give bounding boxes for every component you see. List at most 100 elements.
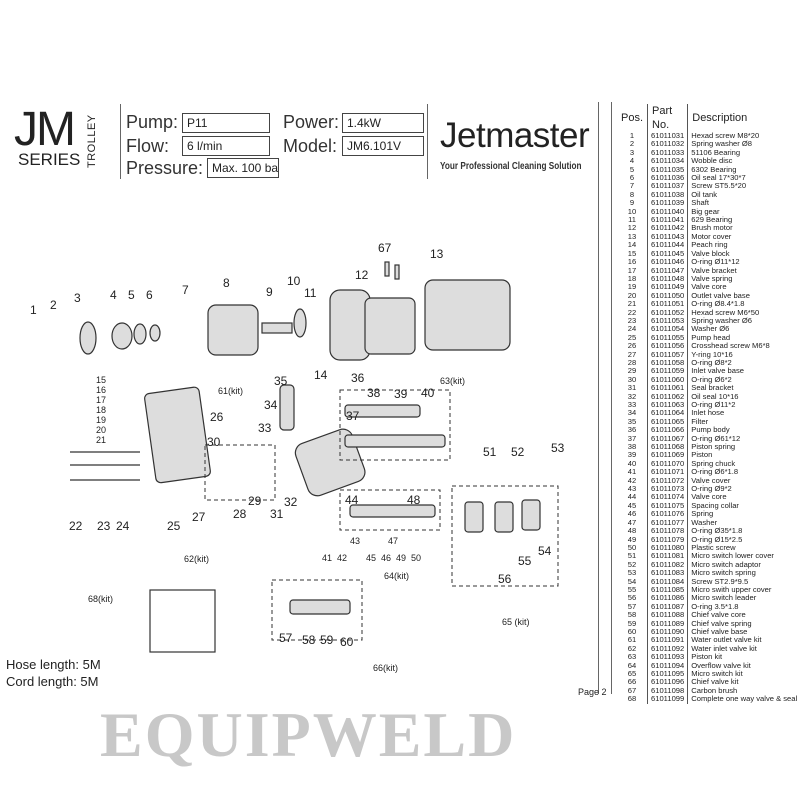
cell-pos: 28 xyxy=(627,357,637,367)
cell-pn: 61011040 xyxy=(647,207,688,217)
cell-pn: 61011053 xyxy=(647,316,688,326)
cell-pos: 29 xyxy=(627,366,637,376)
cell-pos: 1 xyxy=(629,131,635,140)
callout-68kit: 68(kit) xyxy=(88,594,113,604)
cell-desc: Shaft xyxy=(687,198,800,208)
cell-desc: Water outlet valve kit xyxy=(687,635,800,645)
cell-pos: 19 xyxy=(627,282,637,292)
cell-desc: Chief valve spring xyxy=(687,619,800,628)
callout-13: 13 xyxy=(430,247,444,261)
cell-desc: Hexad screw M6*50 xyxy=(687,308,800,317)
page-number: Page 2 xyxy=(578,687,607,697)
cell-pos: 65 xyxy=(627,669,637,678)
cell-pos: 5 xyxy=(629,164,635,174)
callout-14: 14 xyxy=(314,368,328,382)
cell-pos: 41 xyxy=(627,467,637,477)
cell-desc: Piston spring xyxy=(687,442,800,452)
cell-pn: 61011099 xyxy=(647,694,688,704)
cell-desc: Valve spring xyxy=(687,274,800,284)
callout-39: 39 xyxy=(394,387,408,401)
callout-45: 45 xyxy=(366,553,376,563)
cell-pn: 61011083 xyxy=(647,568,688,578)
cell-pos: 38 xyxy=(627,442,637,452)
callout-31: 31 xyxy=(270,507,284,521)
cell-desc: Inlet hose xyxy=(687,408,800,418)
callout-58: 58 xyxy=(302,633,316,647)
cell-desc: Spring xyxy=(687,509,800,519)
cell-pn: 61011034 xyxy=(647,156,688,166)
cell-pn: 61011069 xyxy=(647,451,688,460)
cell-pn: 61011090 xyxy=(647,627,688,637)
cell-desc: Micro switch kit xyxy=(687,669,800,679)
callout-52: 52 xyxy=(511,445,525,459)
pump-motor-assembly xyxy=(70,261,541,653)
callout-56: 56 xyxy=(498,572,512,586)
power-value: 1.4kW xyxy=(342,113,424,133)
cell-desc: Chief valve base xyxy=(687,627,800,637)
table-header-row: Pos. Part No. Description xyxy=(617,104,800,132)
cell-pn: 61011056 xyxy=(647,341,688,351)
cell-desc: Chief valve kit xyxy=(687,677,800,687)
cell-pn: 61011075 xyxy=(647,501,688,511)
callout-47: 47 xyxy=(388,536,398,546)
cell-pos: 33 xyxy=(627,400,637,409)
callout-8: 8 xyxy=(223,276,230,290)
callout-54: 54 xyxy=(538,544,552,558)
callout-32: 32 xyxy=(284,495,298,509)
pressure-value: Max. 100 bar xyxy=(207,158,279,178)
cell-pn: 61011046 xyxy=(647,257,688,267)
cell-desc: Spring washer Ø8 xyxy=(687,139,800,149)
callout-37: 37 xyxy=(346,409,360,423)
callout-38: 38 xyxy=(367,386,381,400)
cell-desc: Seal bracket xyxy=(687,383,800,393)
callout-67: 67 xyxy=(378,241,392,255)
cell-desc: Valve core xyxy=(687,493,800,502)
cell-desc: Plastic screw xyxy=(687,543,800,553)
cell-pn: 61011071 xyxy=(647,467,688,477)
callout-59: 59 xyxy=(320,633,334,647)
model-value: JM6.101V xyxy=(342,136,424,156)
cell-pos: 16 xyxy=(627,257,637,267)
cell-pn: 61011065 xyxy=(647,417,688,427)
cell-desc: Piston xyxy=(687,451,800,460)
cell-pos: 61 xyxy=(627,635,637,645)
callout-1: 1 xyxy=(30,303,37,317)
cell-desc: O-ring Ø8*2 xyxy=(687,358,800,368)
callout-15: 15 xyxy=(96,375,106,385)
callout-28: 28 xyxy=(233,507,247,521)
cell-desc: Pump head xyxy=(687,333,800,343)
cell-pn: 61011098 xyxy=(647,686,688,696)
cell-pos: 31 xyxy=(627,383,637,393)
callout-4: 4 xyxy=(110,288,117,302)
cell-pos: 20 xyxy=(627,290,637,300)
callout-18: 18 xyxy=(96,405,106,415)
cell-desc: Water inlet valve kit xyxy=(687,644,800,654)
cell-desc: O-ring Ø35*1.8 xyxy=(687,526,800,536)
cell-desc: Micro switch adaptor xyxy=(687,560,800,570)
cell-pn: 61011064 xyxy=(647,408,688,418)
cell-pos: 60 xyxy=(627,626,637,636)
callout-17: 17 xyxy=(96,395,106,405)
watermark: EQUIPWELD xyxy=(100,699,517,770)
